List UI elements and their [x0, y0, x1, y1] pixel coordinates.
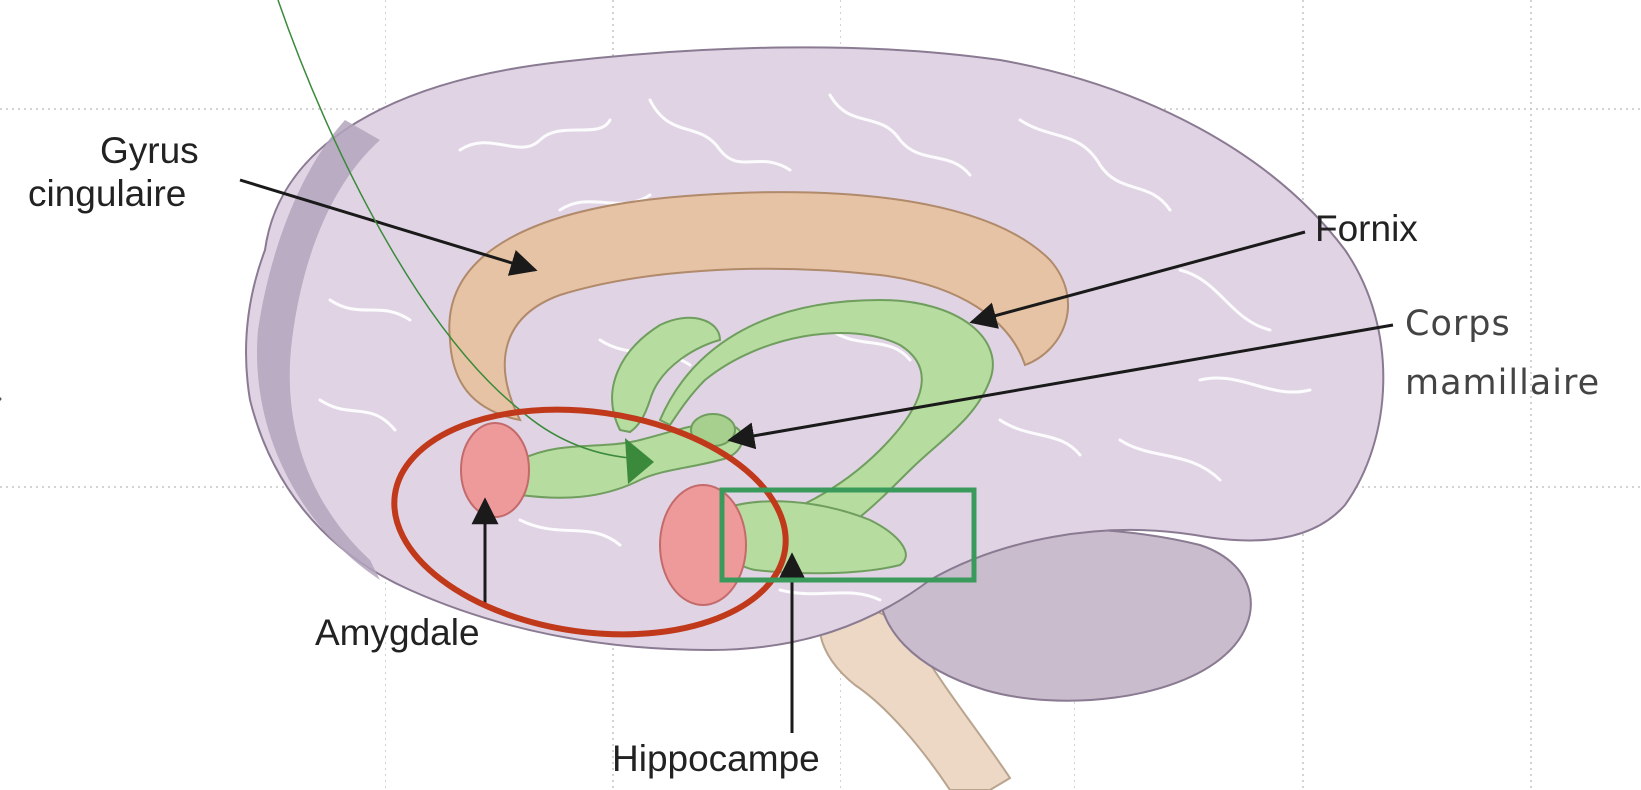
label-corps-line1: Corps	[1405, 303, 1511, 345]
label-fornix: Fornix	[1315, 208, 1418, 250]
label-amygdale: Amygdale	[315, 612, 480, 654]
clipped-edge-glyph: ›	[0, 382, 3, 413]
label-hippocampe: Hippocampe	[612, 738, 820, 780]
label-gyrus-line2: cingulaire	[28, 173, 186, 215]
label-corps-line2: mamillaire	[1405, 362, 1600, 404]
label-gyrus-line1: Gyrus	[100, 130, 199, 172]
